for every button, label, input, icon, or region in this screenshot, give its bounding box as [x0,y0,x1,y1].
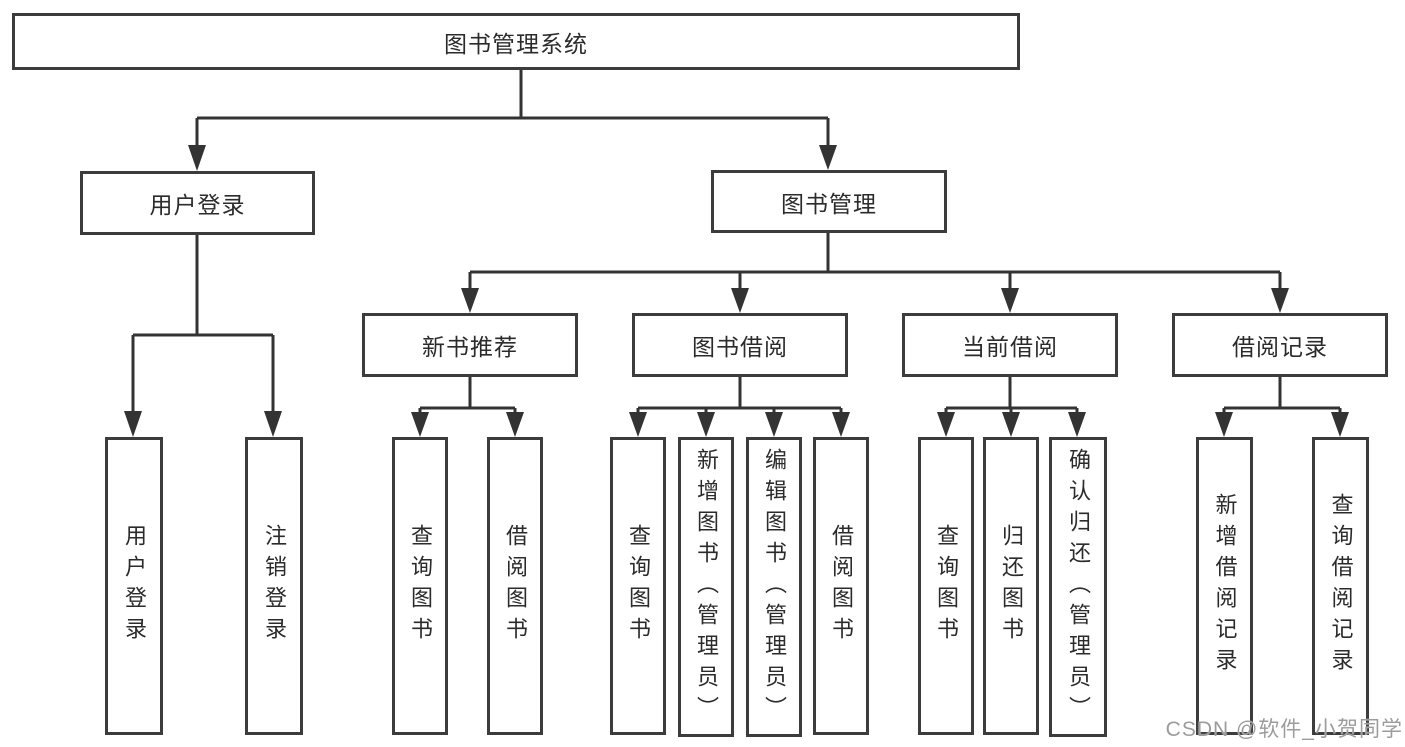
node-book-borrow: 图书借阅 [632,313,848,377]
node-book-management: 图书管理 [711,170,947,233]
node-root-system-label: 图书管理系统 [444,30,588,57]
leaf-confirm-return-admin-label: 确认归还（管理员） [1066,447,1091,727]
node-current-borrow-label: 当前借阅 [962,334,1058,360]
leaf-borrow-books-recommend-label: 借阅图书 [503,524,528,648]
leaf-edit-book-admin: 编辑图书（管理员） [746,437,802,737]
leaf-return-books: 归还图书 [983,437,1039,735]
leaf-edit-book-admin-label: 编辑图书（管理员） [762,447,787,727]
leaf-logout: 注销登录 [245,437,303,735]
leaf-query-books-current-label: 查询图书 [934,524,959,648]
node-borrow-records-label: 借阅记录 [1232,334,1328,360]
leaf-query-books-borrow: 查询图书 [610,437,666,735]
csdn-watermark: CSDN @软件_小贺同学 [1165,718,1403,741]
leaf-logout-label: 注销登录 [262,524,287,648]
node-user-login-branch-label: 用户登录 [149,192,246,218]
node-book-management-label: 图书管理 [781,190,877,217]
leaf-add-book-admin-label: 新增图书（管理员） [694,447,719,727]
leaf-borrow-books-recommend: 借阅图书 [487,437,543,735]
leaf-add-borrow-record-label: 新增借阅记录 [1212,493,1238,679]
node-current-borrow: 当前借阅 [902,313,1118,377]
leaf-return-books-label: 归还图书 [999,524,1024,648]
leaf-borrow-books-2-label: 借阅图书 [829,524,854,648]
node-user-login-branch: 用户登录 [80,171,315,235]
leaf-user-login: 用户登录 [105,437,163,735]
leaf-borrow-books-2: 借阅图书 [813,437,869,735]
leaf-query-borrow-record: 查询借阅记录 [1312,437,1369,735]
node-new-book-recommend-label: 新书推荐 [422,334,518,360]
leaf-query-books-borrow-label: 查询图书 [626,524,651,648]
leaf-add-borrow-record: 新增借阅记录 [1196,437,1253,735]
leaf-add-book-admin: 新增图书（管理员） [678,437,734,737]
leaf-query-books-current: 查询图书 [918,437,974,735]
leaf-user-login-label: 用户登录 [122,524,147,648]
leaf-confirm-return-admin: 确认归还（管理员） [1049,437,1107,737]
node-new-book-recommend: 新书推荐 [362,313,578,377]
node-borrow-records: 借阅记录 [1172,313,1388,377]
leaf-query-borrow-record-label: 查询借阅记录 [1328,493,1354,679]
leaf-query-books-recommend-label: 查询图书 [408,524,433,648]
node-book-borrow-label: 图书借阅 [692,334,788,360]
leaf-query-books-recommend: 查询图书 [392,437,448,735]
node-root-system: 图书管理系统 [12,13,1020,70]
